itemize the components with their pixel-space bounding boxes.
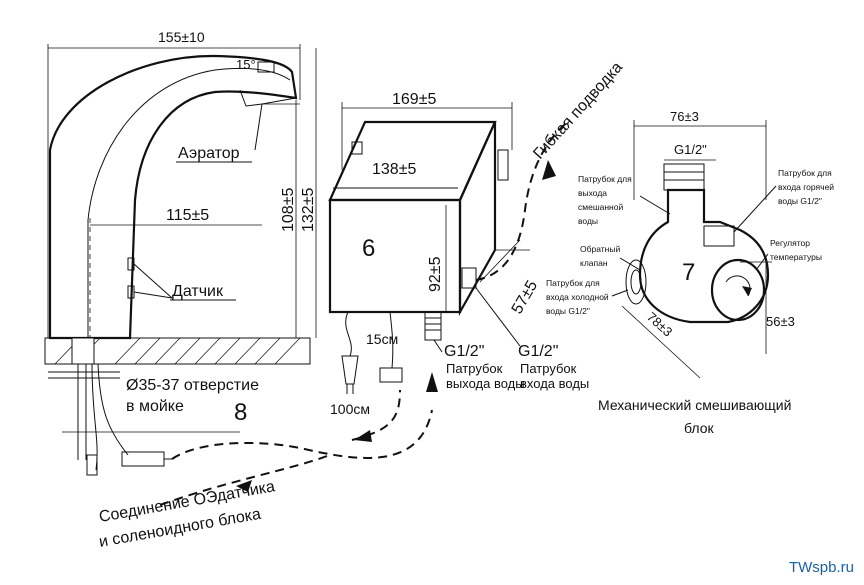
sensor-plug bbox=[86, 454, 98, 476]
faucet-body-shade bbox=[87, 67, 291, 338]
short-cable-connector bbox=[379, 367, 403, 383]
signal-cable-dashed bbox=[171, 409, 433, 460]
watermark: TWspb.ru bbox=[788, 559, 854, 576]
inlet-label-line2: входа воды bbox=[520, 376, 589, 391]
mixer-caption-line2: блок bbox=[684, 420, 715, 436]
outlet-label-line2: выхода воды bbox=[446, 376, 525, 391]
box-side-dim: 57±5 bbox=[509, 278, 542, 317]
faucet: 155±10 15° Аэратор Датчик 115±5 108±5 13… bbox=[44, 29, 317, 551]
mixer-diag-dim: 78±3 bbox=[644, 309, 675, 339]
inlet-thread: G1/2" bbox=[518, 343, 558, 360]
faucet-width-dim: 155±10 bbox=[158, 29, 205, 45]
temperature-regulator bbox=[710, 258, 766, 322]
label-check-valve-1: Обратный bbox=[580, 244, 620, 254]
faucet-height-dim-1: 108±5 bbox=[280, 188, 297, 232]
mixer-side-dim: 56±3 bbox=[766, 314, 795, 329]
sensor-label: Датчик bbox=[172, 283, 224, 300]
mixer-caption-line1: Механический смешивающий bbox=[598, 397, 791, 413]
aerator-shape bbox=[239, 89, 297, 107]
box-inlet-fitting bbox=[461, 267, 477, 289]
faucet-angle: 15° bbox=[236, 57, 256, 72]
label-regulator-2: температуры bbox=[770, 252, 822, 262]
aerator-label: Аэратор bbox=[178, 145, 240, 162]
box-item-number: 6 bbox=[362, 235, 375, 262]
box-outlet-fitting bbox=[424, 311, 442, 341]
label-mixed-out-4: воды bbox=[578, 216, 598, 226]
mixer-top-dim: 76±3 bbox=[670, 109, 699, 124]
mixer-top-nut bbox=[663, 163, 705, 191]
label-cold-in-3: воды G1/2" bbox=[546, 306, 590, 316]
aerator-leader bbox=[254, 103, 263, 151]
mixer: 76±3 G1/2" 7 78±3 56±3 Патрубок для выхо… bbox=[546, 109, 834, 436]
hole-label-line2: в мойке bbox=[126, 398, 184, 415]
label-cold-in-1: Патрубок для bbox=[546, 278, 600, 288]
mixer-hot-inlet bbox=[703, 225, 735, 247]
box-side-face bbox=[458, 121, 497, 317]
box-front-face bbox=[328, 198, 462, 314]
cable-arrow-up bbox=[426, 372, 438, 392]
mixer-item-number: 7 bbox=[682, 259, 695, 286]
label-hot-in-2: входа горячей bbox=[778, 182, 834, 192]
flex-hose-label: Гибкая подводка bbox=[530, 59, 626, 163]
solenoid-connector bbox=[121, 451, 165, 467]
label-mixed-out-2: выхода bbox=[578, 188, 607, 198]
countertop bbox=[44, 337, 311, 365]
faucet-body bbox=[48, 54, 298, 340]
mixer-cold-inlet bbox=[625, 259, 647, 305]
label-check-valve-2: клапан bbox=[580, 258, 608, 268]
control-box: 169±5 138±5 6 92±5 57±5 Гибкая подводка bbox=[328, 59, 626, 417]
outlet-thread: G1/2" bbox=[444, 343, 484, 360]
mixer-body bbox=[638, 188, 770, 324]
inlet-label-line1: Патрубок bbox=[520, 361, 577, 376]
mixer-thread-top: G1/2" bbox=[674, 142, 707, 157]
outlet-label-line1: Патрубок bbox=[446, 361, 503, 376]
label-regulator-1: Регулятор bbox=[770, 238, 810, 248]
box-front-dim: 138±5 bbox=[372, 161, 416, 178]
label-hot-in-1: Патрубок для bbox=[778, 168, 832, 178]
label-mixed-out-3: смешанной bbox=[578, 202, 623, 212]
faucet-reach-dim: 115±5 bbox=[166, 207, 209, 224]
faucet-height-dim-2: 132±5 bbox=[300, 188, 317, 232]
label-mixed-out-1: Патрубок для bbox=[578, 174, 632, 184]
label-hot-in-3: воды G1/2" bbox=[778, 196, 822, 206]
label-cold-in-2: входа холодной bbox=[546, 292, 609, 302]
cable-short-label: 15см bbox=[366, 331, 398, 347]
faucet-item-number: 8 bbox=[234, 399, 247, 426]
hole-label-line1: Ø35-37 отверстие bbox=[126, 377, 259, 394]
box-height-dim: 92±5 bbox=[427, 256, 444, 292]
cable-long-label: 100см bbox=[330, 401, 370, 417]
countertop-hatch bbox=[54, 337, 301, 365]
box-top-dim: 169±5 bbox=[392, 91, 436, 108]
power-plug bbox=[341, 355, 359, 385]
flex-hose-dashed bbox=[475, 119, 571, 281]
aerator-tip bbox=[257, 61, 275, 73]
